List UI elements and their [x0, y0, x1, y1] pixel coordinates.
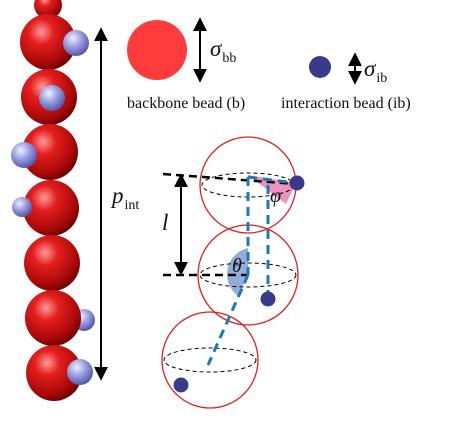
chain-interaction-bead: [11, 142, 37, 168]
schematic-interaction-bead: [173, 377, 189, 393]
phi-label: φ: [270, 185, 282, 207]
chain-interaction-bead: [12, 197, 32, 217]
chain-interaction-bead: [39, 85, 65, 111]
schematic: [161, 136, 305, 409]
chain-backbone-bead: [23, 180, 79, 236]
equator-bottom: [163, 347, 257, 373]
pitch-label: pint: [112, 183, 140, 213]
chain-interaction-bead: [67, 359, 93, 385]
sigma-bb-label: σbb: [210, 36, 237, 66]
schematic-interaction-bead: [289, 175, 305, 191]
interaction-bond: [247, 175, 297, 185]
bonds: [206, 175, 297, 366]
chain-backbone-bead: [25, 290, 81, 346]
backbone-bond: [206, 274, 250, 366]
chain-backbone-bead: [26, 345, 82, 401]
chain-backbone-bead: [22, 124, 78, 180]
sigma-ib-label: σib: [364, 56, 388, 86]
distance-label: l: [162, 210, 169, 235]
backbone-bead-label: backbone bead (b): [127, 95, 246, 112]
chain-interaction-bead: [63, 30, 89, 56]
schematic-interaction-bead: [260, 291, 276, 307]
bead-chain: [11, 0, 95, 401]
theta-angle-wedge: [227, 248, 248, 296]
sphere-bottom: [161, 311, 259, 409]
chain-backbone-bead: [20, 14, 76, 70]
interaction-bead-label: interaction bead (ib): [281, 95, 411, 112]
equator-middle: [199, 262, 297, 288]
interaction-bead-swatch: [309, 56, 331, 78]
reference-line-top: [162, 172, 297, 186]
theta-label: θ: [232, 255, 242, 277]
backbone-bead-swatch: [127, 20, 187, 80]
chain-backbone-bead: [34, 0, 62, 19]
chain-backbone-bead: [24, 235, 80, 291]
